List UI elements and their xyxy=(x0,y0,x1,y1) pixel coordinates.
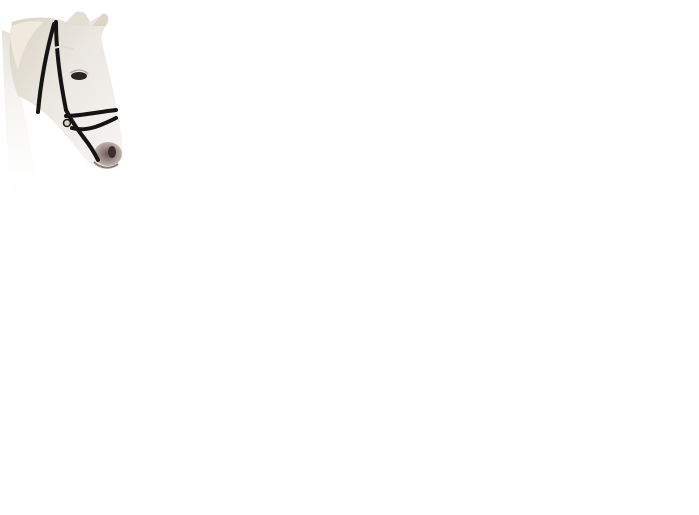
ear-left xyxy=(64,11,89,26)
bridle-browband xyxy=(36,22,56,114)
bridle xyxy=(36,20,118,162)
bridle-rein xyxy=(82,136,100,162)
ear-right xyxy=(92,13,109,26)
bridle-noseband xyxy=(64,108,118,118)
muzzle xyxy=(94,142,122,166)
horse-head-image xyxy=(2,11,123,215)
bridle-crownpiece xyxy=(54,20,68,112)
bridle-buckle xyxy=(62,118,72,128)
mane xyxy=(10,21,44,70)
horse-head-shape xyxy=(9,13,123,170)
nostril xyxy=(108,146,116,158)
bridle-cheekpiece xyxy=(64,108,86,140)
horse-neck xyxy=(2,30,40,215)
bridle-lower-strap xyxy=(70,116,118,132)
eye xyxy=(71,72,87,80)
